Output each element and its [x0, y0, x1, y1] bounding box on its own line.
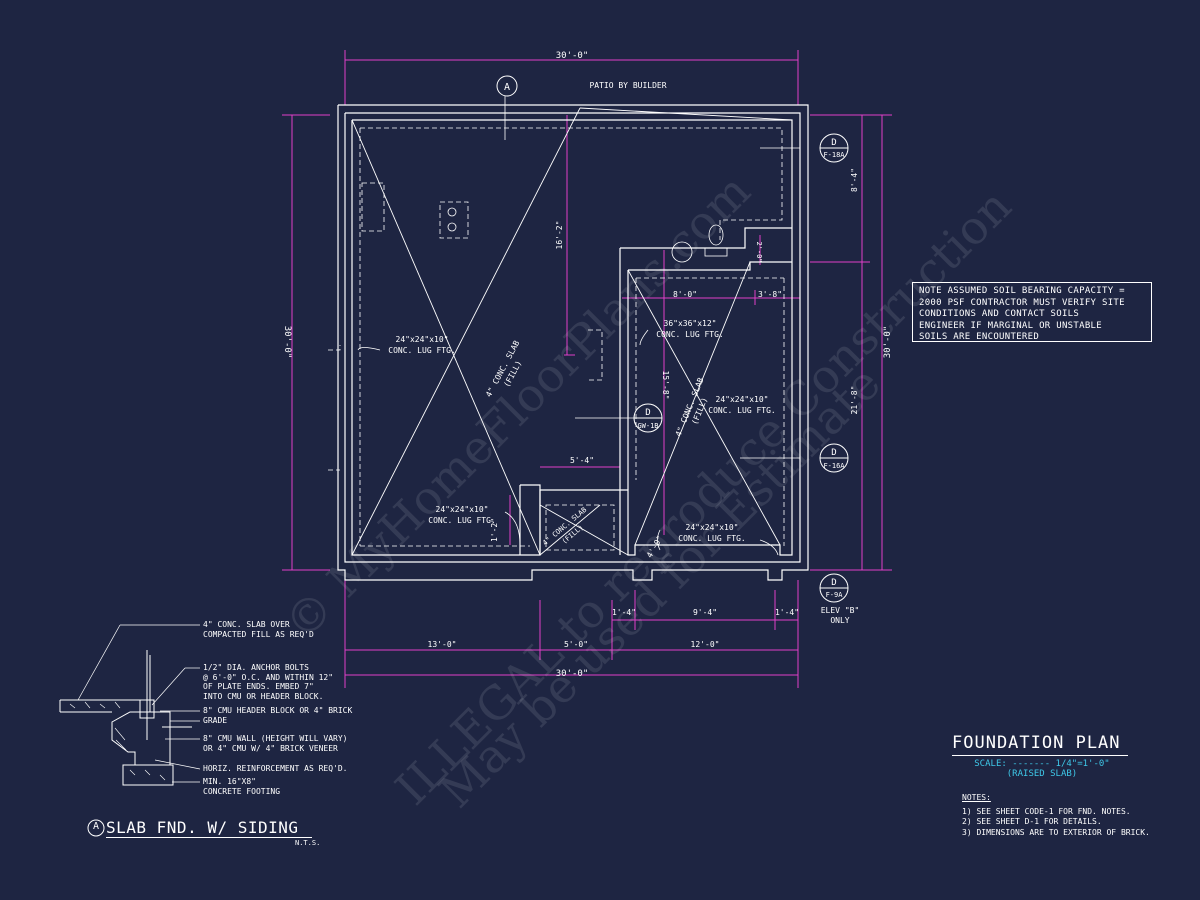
dim-16-2: 16'-2": [555, 221, 564, 250]
plan-title: FOUNDATION PLAN: [952, 733, 1121, 753]
ftg-lower-left-line1: 24"x24"x10": [436, 505, 489, 514]
hidden-lines: [328, 127, 785, 551]
section-detail: [59, 650, 192, 786]
plan-subtitle: (RAISED SLAB): [1006, 769, 1078, 779]
ftg-left-line1: 24"x24"x10": [396, 335, 449, 344]
ftg-lower-right-line1: 24"x24"x10": [686, 523, 739, 532]
ftg-center-line1: 36"x36"x12": [664, 319, 717, 328]
elev-line1: ELEV "B": [821, 606, 860, 615]
svg-text:F-9A: F-9A: [826, 591, 844, 599]
ftg-center-line2: CONC. LUG FTG.: [656, 330, 723, 339]
soil-note-line: NOTE ASSUMED SOIL BEARING CAPACITY =: [919, 286, 1125, 296]
dim-1-4-right: 1'-4": [775, 608, 799, 617]
slab-diagonals: [351, 107, 793, 556]
ftg-lower-left-line2: CONC. LUG FTG.: [428, 516, 495, 525]
soil-note-line: CONDITIONS AND CONTACT SOILS: [919, 309, 1080, 319]
ftg-lower-right-line2: CONC. LUG FTG.: [678, 534, 745, 543]
dim-9-4: 9'-4": [693, 608, 717, 617]
section-hatch: [69, 701, 166, 781]
elev-line2: ONLY: [830, 616, 849, 625]
detail-scale: N.T.S.: [295, 839, 321, 847]
svg-text:F-16A: F-16A: [823, 462, 845, 470]
dim-overall-left: 30'-0": [282, 326, 292, 359]
detail-marker-circle: [87, 819, 105, 837]
dim-13-0: 13'-0": [428, 640, 457, 649]
notes-item: 1) SEE SHEET CODE-1 FOR FND. NOTES.: [962, 806, 1131, 816]
dim-5-4: 5'-4": [570, 456, 594, 465]
callout-grade: GRADE: [203, 716, 228, 725]
detail-marker-f18a: D F-18A: [819, 133, 849, 163]
dim-overall-right: 30'-0": [883, 326, 893, 359]
callout-reinforcement: HORIZ. REINFORCEMENT AS REQ'D.: [203, 764, 348, 773]
dim-3-8: 3'-8": [758, 290, 782, 299]
plan-scale: SCALE: ------- 1/4"=1'-0": [974, 759, 1110, 769]
dim-1-2: 1'-2": [490, 518, 499, 542]
detail-title-underline: [106, 837, 312, 838]
detail-marker-letter: A: [92, 821, 100, 832]
callout-cmu-wall: 8" CMU WALL (HEIGHT WILL VARY)OR 4" CMU …: [203, 734, 348, 753]
detail-title: SLAB FND. W/ SIDING: [106, 818, 299, 837]
dim-12-0: 12'-0": [691, 640, 720, 649]
dim-overall-top: 30'-0": [556, 51, 589, 61]
ftg-right-line1: 24"x24"x10": [716, 395, 769, 404]
dim-2-0: 2'-0": [755, 241, 763, 262]
soil-note-box: NOTE ASSUMED SOIL BEARING CAPACITY = 200…: [912, 282, 1152, 342]
soil-note-line: SOILS ARE ENCOUNTERED: [919, 332, 1040, 342]
svg-text:D: D: [645, 408, 650, 418]
dimension-lines: [282, 50, 892, 688]
ftg-right-line2: CONC. LUG FTG.: [708, 406, 775, 415]
svg-text:D: D: [831, 578, 836, 588]
detail-marker-f16a: D F-16A: [819, 443, 849, 473]
dim-15-8: 15'-8": [661, 371, 670, 400]
section-marker-a: A: [504, 82, 510, 93]
svg-text:D: D: [831, 138, 836, 148]
soil-note-line: 2000 PSF CONTRACTOR MUST VERIFY SITE: [919, 297, 1125, 308]
leader-lines: [357, 96, 800, 556]
fixture-symbols: [447, 207, 728, 263]
title-underline: [952, 755, 1128, 756]
callout-footing: MIN. 16"X8"CONCRETE FOOTING: [203, 777, 281, 796]
dim-5-0: 5'-0": [564, 640, 588, 649]
notes-item: 3) DIMENSIONS ARE TO EXTERIOR OF BRICK.: [962, 827, 1150, 837]
detail-leaders: [77, 624, 201, 783]
dim-overall-bottom: 30'-0": [556, 669, 589, 679]
section-marker-a-circle: [496, 75, 518, 97]
dim-1-4-left: 1'-4": [612, 608, 636, 617]
general-notes: NOTES: 1) SEE SHEET CODE-1 FOR FND. NOTE…: [962, 793, 1150, 838]
notes-item: 2) SEE SHEET D-1 FOR DETAILS.: [962, 817, 1102, 826]
callout-anchor-bolts: 1/2" DIA. ANCHOR BOLTS@ 6'-0" O.C. AND W…: [203, 663, 334, 701]
callout-header-block: 8" CMU HEADER BLOCK OR 4" BRICK: [203, 706, 353, 715]
dim-21-8: 21'-8": [850, 386, 859, 415]
soil-note-line: ENGINEER IF MARGINAL OR UNSTABLE: [919, 320, 1102, 331]
dim-4-0: 4'-0": [645, 534, 665, 559]
svg-text:D: D: [831, 448, 836, 458]
ftg-left-line2: CONC. LUG FTG.: [388, 346, 455, 355]
title-block: FOUNDATION PLAN SCALE: ------- 1/4"=1'-0…: [952, 733, 1132, 779]
notes-heading: NOTES:: [962, 793, 991, 802]
detail-marker-f9a: D F-9A: [819, 573, 849, 603]
svg-text:GW-1B: GW-1B: [637, 422, 658, 430]
detail-marker-gw1b: D GW-1B: [633, 403, 663, 433]
patio-label: PATIO BY BUILDER: [589, 81, 666, 90]
dim-8-0: 8'-0": [673, 290, 697, 299]
dim-8-4: 8'-4": [850, 168, 859, 192]
svg-text:F-18A: F-18A: [823, 151, 845, 159]
